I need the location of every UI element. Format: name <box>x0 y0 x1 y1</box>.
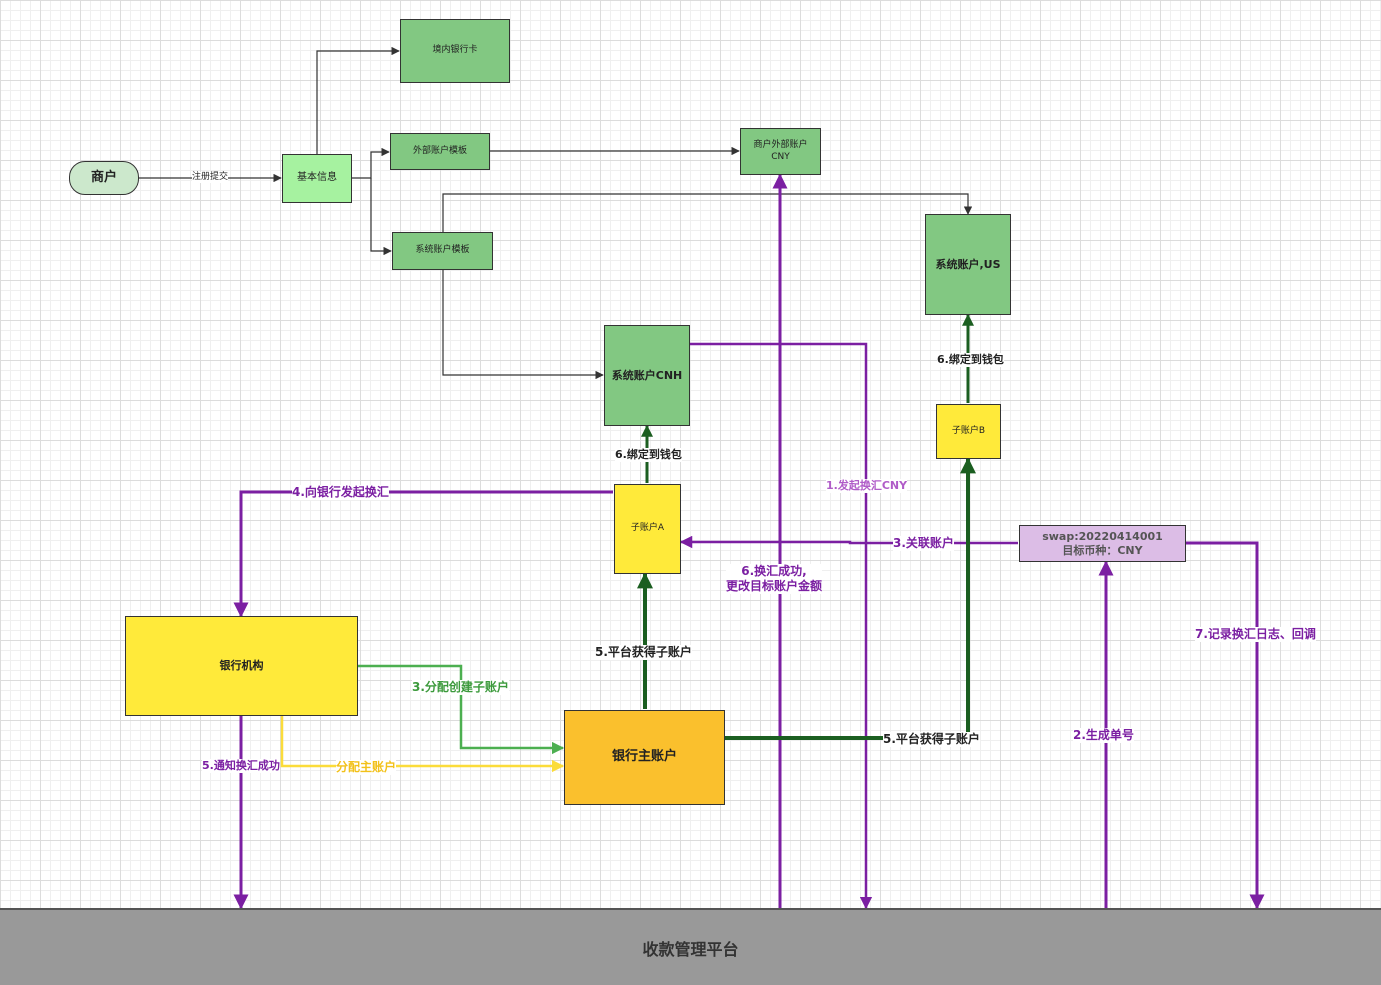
label-platform-sub-b: 5.平台获得子账户 <box>883 732 980 747</box>
merchant-node[interactable]: 商户 <box>69 161 139 195</box>
platform-bar: 收款管理平台 <box>0 908 1381 985</box>
bank-institution-label: 银行机构 <box>219 659 264 673</box>
basic-info-node[interactable]: 基本信息 <box>282 154 352 203</box>
label-generate-no: 2.生成单号 <box>1073 728 1134 743</box>
system-template-node[interactable]: 系统账户模板 <box>392 232 493 270</box>
label-allocate-sub: 3.分配创建子账户 <box>412 680 509 695</box>
system-cnh-node[interactable]: 系统账户CNH <box>604 325 690 426</box>
label-link-account: 3.关联账户 <box>893 536 954 551</box>
merchant-external-label: 商户外部账户 CNY <box>753 140 808 162</box>
label-platform-sub-a: 5.平台获得子账户 <box>595 645 692 660</box>
label-exchange-success: 6.换汇成功, 更改目标账户金额 <box>726 564 823 594</box>
bank-institution-node[interactable]: 银行机构 <box>125 616 358 716</box>
domestic-card-label: 境内银行卡 <box>432 45 478 56</box>
edge-allocate-main <box>280 716 565 773</box>
label-request-bank: 4.向银行发起换汇 <box>292 485 389 500</box>
swap-label: swap:20220414001 目标币种：CNY <box>1042 529 1163 557</box>
platform-label: 收款管理平台 <box>642 939 739 959</box>
edge-basic-domestic <box>316 46 400 154</box>
edge-allocate-sub <box>358 664 565 755</box>
sub-account-b-label: 子账户B <box>951 425 986 436</box>
edge-record-log <box>1186 541 1265 910</box>
bank-main-node[interactable]: 银行主账户 <box>564 710 725 805</box>
system-us-node[interactable]: 系统账户,US <box>925 214 1011 315</box>
bank-main-label: 银行主账户 <box>611 749 677 765</box>
label-bind-wallet-a: 6.绑定到钱包 <box>615 448 682 462</box>
system-us-label: 系统账户,US <box>935 257 1001 271</box>
label-initiate-exchange: 1.发起换汇CNY <box>826 479 908 493</box>
system-cnh-label: 系统账户CNH <box>611 368 683 382</box>
external-template-node[interactable]: 外部账户模板 <box>390 133 490 170</box>
label-allocate-main: 分配主账户 <box>336 760 397 775</box>
label-record-log: 7.记录换汇日志、回调 <box>1195 627 1316 642</box>
edge-platform-sub-b <box>725 457 976 740</box>
sub-account-a-label: 子账户A <box>630 523 665 534</box>
sub-account-b-node[interactable]: 子账户B <box>936 404 1001 459</box>
basic-info-label: 基本信息 <box>297 172 337 184</box>
edge-basic-external <box>352 147 390 179</box>
merchant-label: 商户 <box>90 169 117 185</box>
sub-account-a-node[interactable]: 子账户A <box>614 484 681 574</box>
edge-template-us <box>442 193 973 232</box>
label-bind-wallet-b: 6.绑定到钱包 <box>937 353 1004 367</box>
external-template-label: 外部账户模板 <box>412 145 467 156</box>
edge-request-bank <box>233 490 613 618</box>
merchant-external-node[interactable]: 商户外部账户 CNY <box>740 128 821 175</box>
label-notify-success: 5.通知换汇成功 <box>202 759 280 773</box>
system-template-label: 系统账户模板 <box>415 245 470 256</box>
domestic-card-node[interactable]: 境内银行卡 <box>400 19 510 83</box>
swap-node[interactable]: swap:20220414001 目标币种：CNY <box>1019 525 1186 562</box>
label-register: 注册提交 <box>192 172 229 184</box>
edge-template-cnh <box>442 270 604 380</box>
edge-initiate-exchange <box>690 342 873 910</box>
edge-basic-system-template <box>370 178 392 256</box>
